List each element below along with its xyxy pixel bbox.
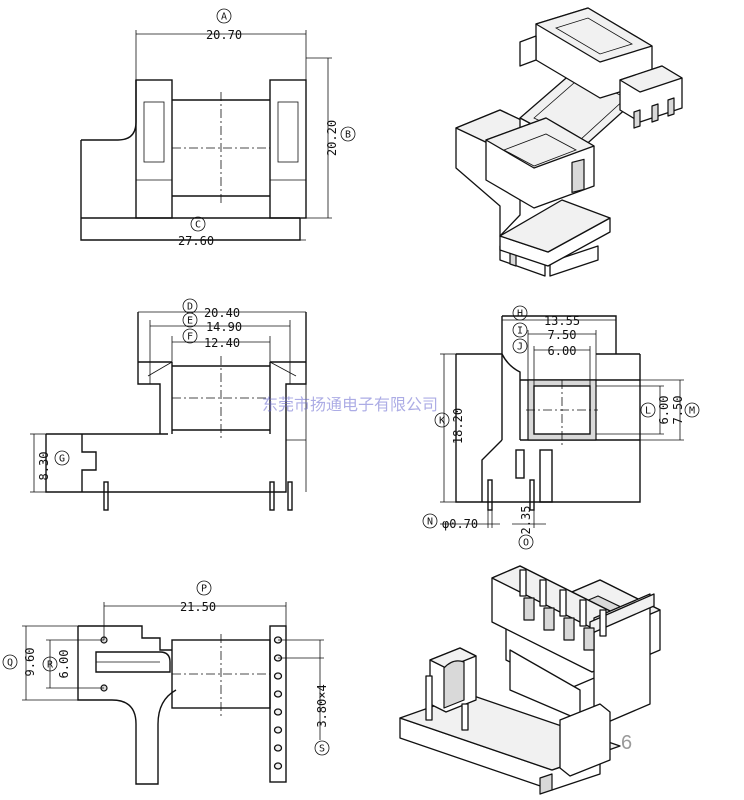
dim-label-n: N	[427, 517, 433, 528]
dim-label-p: P	[201, 584, 207, 595]
dim-h-value: 13.55	[544, 314, 580, 328]
dim-label-h: H	[517, 309, 523, 320]
front-view: D 20.40 E 14.90 F 12.40 8.30 G	[30, 298, 307, 511]
dim-label-a: A	[221, 12, 227, 23]
bottom-pin-row	[273, 636, 283, 770]
dim-label-f: F	[187, 332, 193, 343]
dim-j-value: 6.00	[548, 344, 577, 358]
dim-c-value: 27.60	[178, 234, 214, 248]
dim-label-q: Q	[7, 658, 13, 669]
dim-label-k: K	[439, 416, 445, 427]
dim-label-g: G	[59, 454, 65, 465]
dim-label-s: S	[319, 744, 325, 755]
dim-label-r: R	[47, 660, 54, 671]
dim-label-b: B	[345, 130, 351, 141]
watermark-text: 东莞市扬通电子有限公司	[262, 395, 438, 414]
dim-s-value: 3.80×4	[315, 684, 329, 727]
dim-g-value: 8.30	[37, 452, 51, 481]
dim-label-m: M	[689, 406, 695, 417]
bottom-view: P 21.50 Q 9.60 R 6.00 S 3.80×4	[2, 580, 330, 785]
page-number: 6	[621, 732, 632, 754]
dim-q-value: 9.60	[23, 648, 37, 677]
dim-l-value: 6.00	[657, 396, 671, 425]
isometric-view-top	[455, 7, 683, 277]
dim-r-value: 6.00	[57, 650, 71, 679]
dim-label-d: D	[187, 302, 193, 313]
dim-o-value: 2.35	[519, 506, 533, 535]
dim-label-c: C	[195, 220, 201, 231]
dim-label-o: O	[523, 538, 529, 549]
isometric-view-bottom	[399, 565, 661, 795]
dim-k-value: 18.20	[451, 408, 465, 444]
side-view: H 13.55 I 7.50 J 6.00 K 18.20 L 6.00 7.5	[422, 305, 700, 550]
dim-n-value: φ0.70	[442, 517, 478, 531]
dim-label-i: I	[517, 326, 523, 337]
dim-label-e: E	[187, 316, 193, 327]
dim-label-j: J	[517, 342, 523, 353]
dim-i-value: 7.50	[548, 328, 577, 342]
dim-p-value: 21.50	[180, 600, 216, 614]
dim-f-value: 12.40	[204, 336, 240, 350]
dim-label-l: L	[645, 406, 651, 417]
dim-m-value: 7.50	[671, 396, 685, 425]
top-view: A 20.70 20.20 B C 27.60	[80, 8, 356, 248]
dim-d-value: 20.40	[204, 306, 240, 320]
dim-a-value: 20.70	[206, 28, 242, 42]
dim-b-value: 20.20	[325, 120, 339, 156]
dim-e-value: 14.90	[206, 320, 242, 334]
